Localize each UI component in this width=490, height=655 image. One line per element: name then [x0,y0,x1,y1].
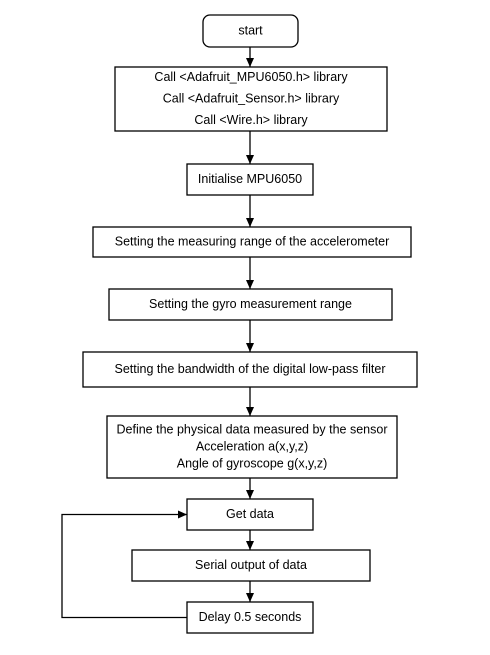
node-serial-output-box [131,549,371,582]
node-define-data-box [106,415,398,479]
node-init-box [186,163,314,196]
node-libraries-box [114,66,388,132]
arrow-delay-to-get-data [61,510,187,619]
node-libraries-text-2: Call <Wire.h> library [194,113,308,127]
node-get-data-text-0: Get data [226,507,274,521]
node-bandwidth: Setting the bandwidth of the digital low… [82,351,418,388]
node-init: Initialise MPU6050 [186,163,314,196]
node-define-data-text-1: Acceleration a(x,y,z) [196,439,308,453]
node-start-box [202,14,299,48]
node-delay: Delay 0.5 seconds [186,601,314,634]
node-start: start [202,14,299,48]
node-get-data-box [186,498,314,531]
node-gyro-range: Setting the gyro measurement range [108,288,393,321]
node-gyro-range-text-0: Setting the gyro measurement range [149,297,352,311]
node-bandwidth-text-0: Setting the bandwidth of the digital low… [115,362,386,376]
node-accel-range-box [92,226,412,258]
node-accel-range-text-0: Setting the measuring range of the accel… [115,234,389,248]
node-get-data: Get data [186,498,314,531]
node-define-data-text-0: Define the physical data measured by the… [117,422,388,436]
node-serial-output: Serial output of data [131,549,371,582]
node-delay-box [186,601,314,634]
node-start-text-0: start [238,23,263,37]
node-accel-range: Setting the measuring range of the accel… [92,226,412,258]
node-bandwidth-box [82,351,418,388]
node-define-data-text-2: Angle of gyroscope g(x,y,z) [177,456,328,470]
node-init-text-0: Initialise MPU6050 [198,172,302,186]
node-gyro-range-box [108,288,393,321]
node-serial-output-text-0: Serial output of data [195,558,307,572]
edges-layer [61,47,254,619]
node-libraries-text-1: Call <Adafruit_Sensor.h> library [163,91,340,105]
node-define-data: Define the physical data measured by the… [106,415,398,479]
node-delay-text-0: Delay 0.5 seconds [199,610,302,624]
node-libraries-text-0: Call <Adafruit_MPU6050.h> library [154,70,348,84]
